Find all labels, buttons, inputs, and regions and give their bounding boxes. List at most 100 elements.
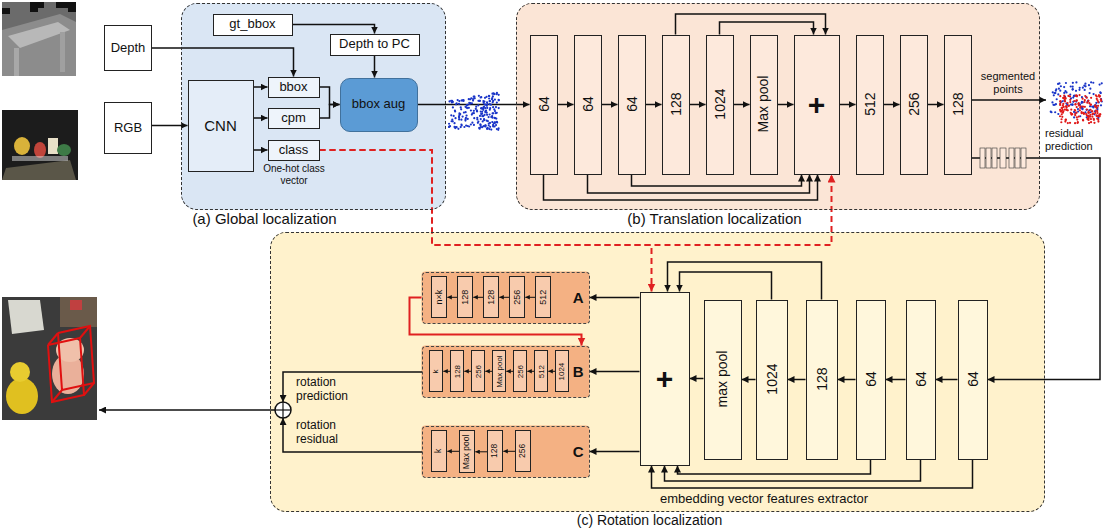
node-text: + — [808, 90, 826, 120]
point-cloud — [1078, 89, 1080, 91]
connector — [678, 460, 871, 475]
point-cloud — [1084, 89, 1086, 91]
point-cloud — [1066, 102, 1068, 104]
flow-arrow — [99, 409, 275, 411]
annotation-label: rotation prediction — [296, 376, 380, 404]
point-cloud — [486, 103, 488, 105]
point-cloud — [489, 126, 491, 128]
point-cloud — [496, 101, 498, 103]
node-text: C — [573, 443, 584, 460]
connector — [720, 22, 814, 35]
layer-bar: Max pool — [459, 430, 475, 473]
connector — [690, 378, 704, 380]
annotation-label: One-hot class vector — [262, 163, 326, 186]
point-cloud — [1063, 100, 1065, 102]
point-cloud — [1074, 103, 1076, 105]
point-cloud — [468, 125, 470, 127]
pose-image — [48, 333, 58, 345]
annotation-label: residual prediction — [1045, 127, 1099, 152]
point-cloud — [1074, 103, 1076, 105]
point-cloud — [463, 111, 465, 113]
point-cloud — [1064, 108, 1066, 110]
point-cloud — [483, 119, 485, 121]
node-text: 128 — [453, 365, 462, 378]
point-cloud — [1098, 101, 1100, 103]
point-cloud — [1077, 108, 1079, 110]
point-cloud — [483, 114, 485, 116]
point-cloud — [462, 100, 464, 102]
point-cloud — [448, 123, 450, 125]
point-cloud — [1063, 95, 1065, 97]
point-cloud — [1091, 113, 1093, 115]
point-cloud — [1094, 112, 1096, 114]
rgb-image — [2, 110, 78, 180]
connector — [778, 104, 794, 106]
point-cloud — [492, 101, 494, 103]
point-cloud — [1077, 121, 1079, 123]
rgb-image — [2, 110, 78, 180]
point-cloud — [457, 99, 459, 101]
layer-bar: 128 — [662, 35, 690, 175]
point-cloud — [1091, 110, 1093, 112]
layer-bar: 128 — [487, 430, 503, 472]
connector — [499, 297, 509, 298]
point-cloud — [1075, 100, 1077, 102]
point-cloud — [477, 100, 479, 102]
node-text: k — [432, 369, 441, 373]
point-cloud — [1068, 104, 1070, 106]
process-box: Depth to PC — [330, 34, 420, 56]
layer-bar: 64 — [618, 35, 646, 175]
point-cloud — [473, 124, 475, 126]
point-cloud — [1072, 89, 1074, 91]
point-cloud — [1059, 100, 1061, 102]
point-cloud — [471, 112, 473, 114]
node-text: class — [279, 143, 309, 158]
connector — [254, 149, 268, 151]
point-cloud — [471, 122, 473, 124]
point-cloud — [1057, 93, 1059, 95]
point-cloud — [473, 110, 475, 112]
point-cloud — [1096, 95, 1098, 97]
connector — [503, 451, 515, 452]
point-cloud — [1050, 111, 1052, 113]
point-cloud — [475, 106, 477, 108]
point-cloud — [1058, 88, 1060, 90]
node-text: 64 — [623, 97, 639, 113]
point-cloud — [1094, 104, 1096, 106]
flow-arrow — [972, 100, 1046, 101]
connector — [464, 371, 471, 372]
layer-bar: Max pool — [492, 350, 506, 392]
node-text: + — [656, 364, 674, 394]
point-cloud — [1069, 99, 1071, 101]
layer-bar: 256 — [509, 276, 525, 318]
point-cloud — [1070, 104, 1072, 106]
connector — [734, 104, 750, 106]
point-cloud — [495, 117, 497, 119]
point-cloud — [1072, 88, 1074, 90]
point-cloud — [1092, 93, 1094, 95]
point-cloud — [454, 117, 456, 119]
node-text: Max pool — [495, 355, 504, 387]
point-cloud — [477, 122, 479, 124]
point-cloud — [488, 122, 490, 124]
pose-image — [2, 297, 97, 420]
connector — [588, 175, 810, 194]
point-cloud — [484, 103, 486, 105]
point-cloud — [1087, 118, 1089, 120]
point-cloud — [448, 126, 450, 128]
output-head: class — [268, 140, 320, 161]
point-cloud — [488, 113, 490, 115]
connector — [788, 379, 806, 381]
point-cloud — [1099, 113, 1101, 115]
connector — [652, 460, 973, 489]
point-cloud — [460, 119, 462, 121]
mini-network — [1015, 148, 1020, 168]
point-cloud — [1088, 122, 1090, 124]
sum-symbol — [282, 402, 283, 418]
point-cloud — [492, 106, 494, 108]
point-cloud — [495, 112, 497, 114]
connector — [548, 371, 555, 372]
point-cloud — [1084, 99, 1086, 101]
point-cloud — [1100, 104, 1102, 106]
